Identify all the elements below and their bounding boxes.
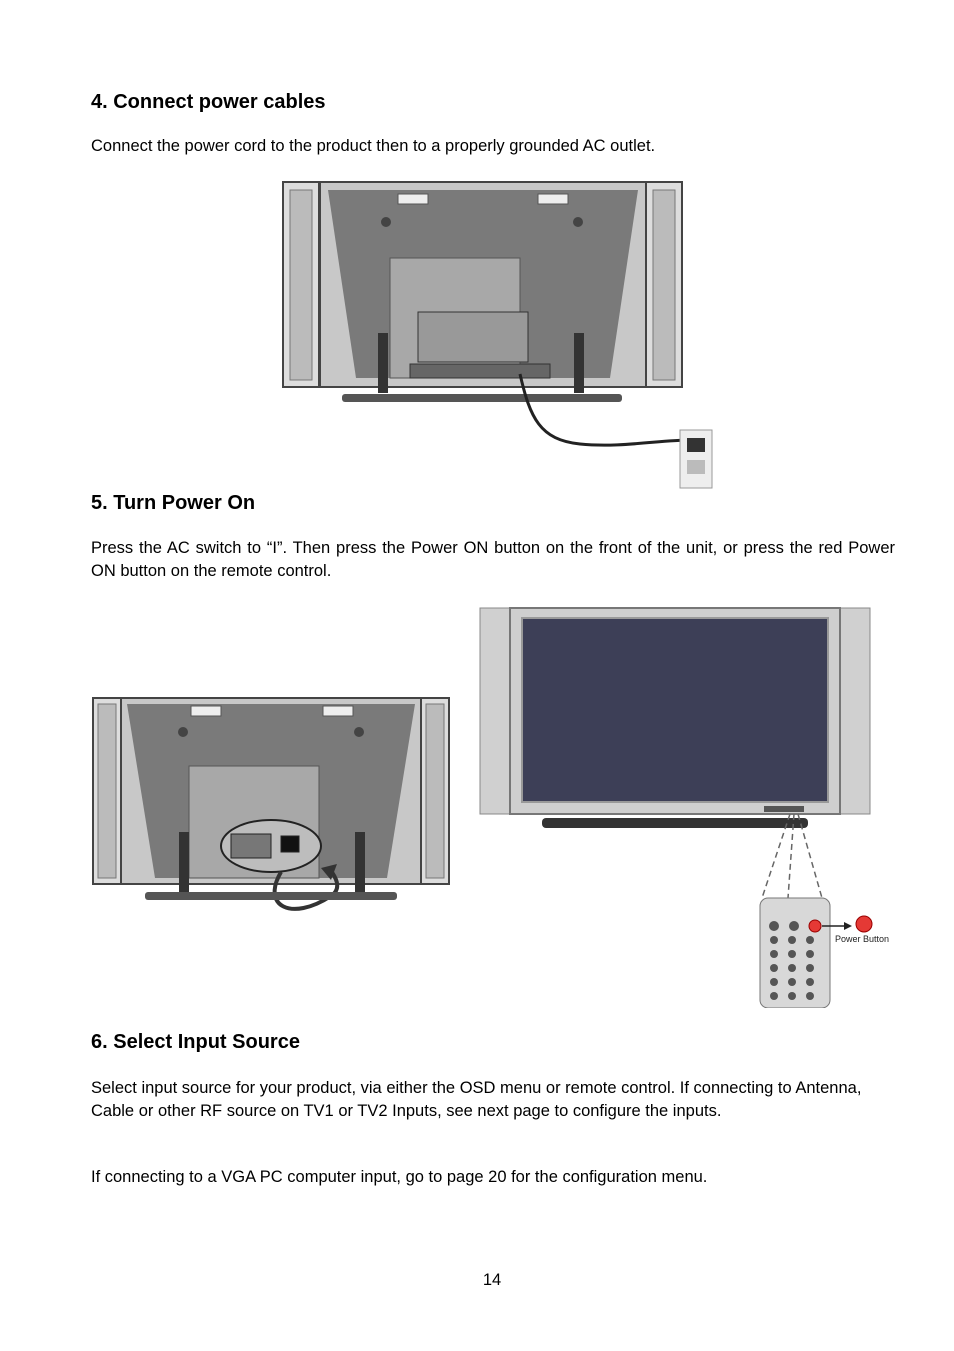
page-number: 14: [482, 1271, 502, 1289]
remote-power-button: [808, 919, 822, 933]
tv-stand: [542, 818, 808, 828]
section-text-select-input-source: Select input source for your product, vi…: [91, 1079, 862, 1120]
section-text-turn-power-on: Press the AC switch to “I”. Then press t…: [91, 539, 895, 580]
section-heading-select-input-source: 6. Select Input Source: [91, 1031, 300, 1053]
tv-rear-power-cord-illustration: [282, 181, 713, 489]
ac-switch: [280, 835, 300, 853]
remote-keypad: [770, 936, 814, 1000]
left-speaker: [479, 607, 511, 815]
section-text-connect-power: Connect the power cord to the product th…: [91, 137, 656, 155]
power-button-callout-label: Power Button: [835, 934, 889, 944]
power-button-callout-icon: [855, 915, 873, 933]
section-heading-turn-power-on: 5. Turn Power On: [91, 492, 256, 514]
tv-front-remote-illustration: Power Button: [479, 607, 889, 1008]
tv-rear-ac-switch-illustration: [92, 697, 450, 911]
section-text-vga-input: If connecting to a VGA PC computer input…: [91, 1168, 708, 1186]
section-heading-connect-power: 4. Connect power cables: [91, 91, 326, 113]
tv-screen: [521, 617, 829, 803]
right-speaker: [839, 607, 871, 815]
